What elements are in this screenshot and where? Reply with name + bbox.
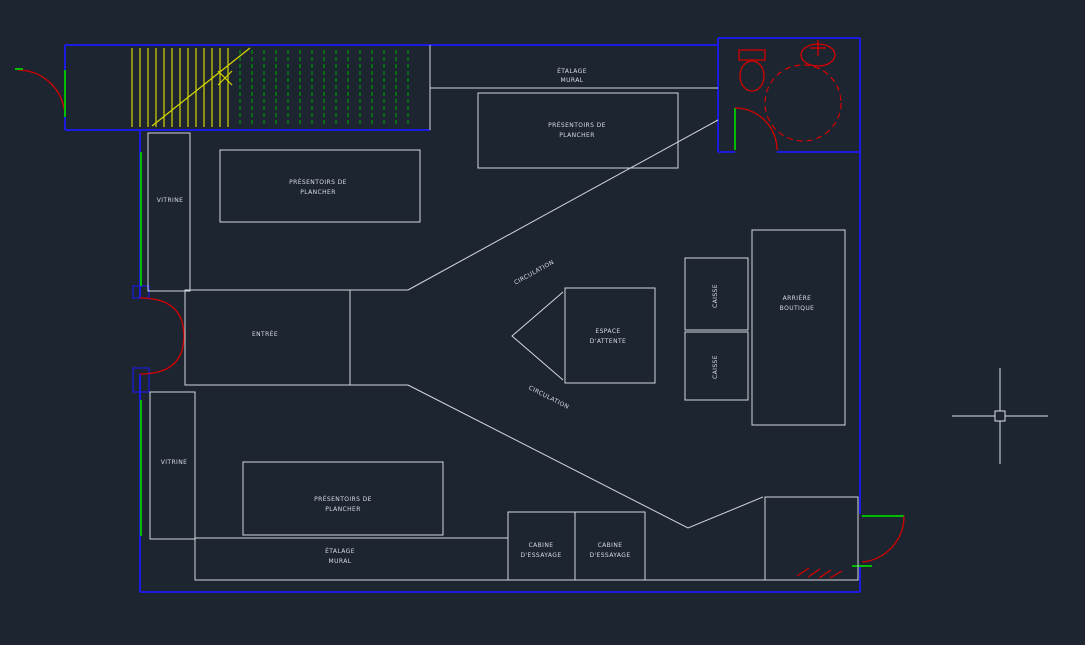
entrance-lobby xyxy=(184,289,351,386)
back-room xyxy=(764,496,859,581)
floor-display-bottom xyxy=(242,461,444,536)
door-swing-arc xyxy=(17,69,66,118)
threshold-hatch xyxy=(818,569,832,579)
walls xyxy=(64,37,861,593)
circulation-paths xyxy=(350,119,764,529)
circulation-line xyxy=(407,384,764,529)
toilet-room-fixtures xyxy=(738,40,842,142)
labels: ÉTALAGE MURAL PRÉSENTOIRS DE PLANCHER PR… xyxy=(157,67,815,565)
wall-display-bottom xyxy=(194,537,509,581)
floor-display-left xyxy=(219,149,421,223)
room-label: ESPACE xyxy=(595,328,620,335)
staircase xyxy=(131,47,409,127)
wall-pier xyxy=(132,367,150,393)
stair-direction-line xyxy=(151,47,251,127)
turning-circle xyxy=(764,64,842,142)
room-label: CAISSE xyxy=(712,355,719,379)
crosshair-cursor[interactable] xyxy=(952,368,1048,464)
vitrine-upper xyxy=(147,132,191,292)
room-label: CIRCULATION xyxy=(527,384,570,410)
threshold-hatch xyxy=(829,570,843,579)
waiting-area xyxy=(564,287,656,384)
threshold-hatch xyxy=(807,568,821,578)
circulation-line xyxy=(407,119,719,291)
room-label: D'ESSAYAGE xyxy=(589,552,630,559)
cash-desk-upper xyxy=(684,257,749,331)
room-label: PLANCHER xyxy=(559,132,595,139)
back-of-store xyxy=(751,229,846,426)
room-label: ARRIÈRE xyxy=(783,294,812,302)
room-label: ÉTALAGE xyxy=(557,67,587,75)
cash-desk-lower xyxy=(684,331,749,401)
room-label: MURAL xyxy=(329,558,352,565)
toilet-tank-icon xyxy=(738,49,766,61)
doors xyxy=(15,68,905,567)
room-label: VITRINE xyxy=(161,459,188,466)
waiting-area-pointer xyxy=(511,291,564,381)
room-label: CIRCULATION xyxy=(513,259,555,287)
room-label: PRÉSENTOIRS DE xyxy=(548,121,606,129)
room-label: D'ESSAYAGE xyxy=(520,552,561,559)
room-label: D'ATTENTE xyxy=(590,338,626,345)
threshold-hatch xyxy=(796,567,810,577)
room-label: PRÉSENTOIRS DE xyxy=(289,178,347,186)
room-label: PRÉSENTOIRS DE xyxy=(314,495,372,503)
room-label: CABINE xyxy=(529,542,554,549)
room-label: CABINE xyxy=(598,542,623,549)
door-swing-arc xyxy=(139,335,185,375)
room-label: PLANCHER xyxy=(300,189,336,196)
room-label: VITRINE xyxy=(157,197,184,204)
door-swing-arc xyxy=(734,107,778,151)
door-swing-arc xyxy=(861,515,905,563)
room-label: ENTRÉE xyxy=(252,330,278,338)
furniture xyxy=(147,45,859,581)
room-label: PLANCHER xyxy=(325,506,361,513)
door-swing-arc xyxy=(139,297,185,337)
room-label: BOUTIQUE xyxy=(780,305,815,312)
room-label: CAISSE xyxy=(712,284,719,308)
room-label: ÉTALAGE xyxy=(325,547,355,555)
vitrine-lower xyxy=(149,391,196,540)
floor-display-top xyxy=(477,92,679,169)
toilet-bowl-icon xyxy=(739,60,765,92)
pickbox xyxy=(994,410,1006,422)
room-label: MURAL xyxy=(561,77,584,84)
stair-break-mark xyxy=(217,70,233,86)
